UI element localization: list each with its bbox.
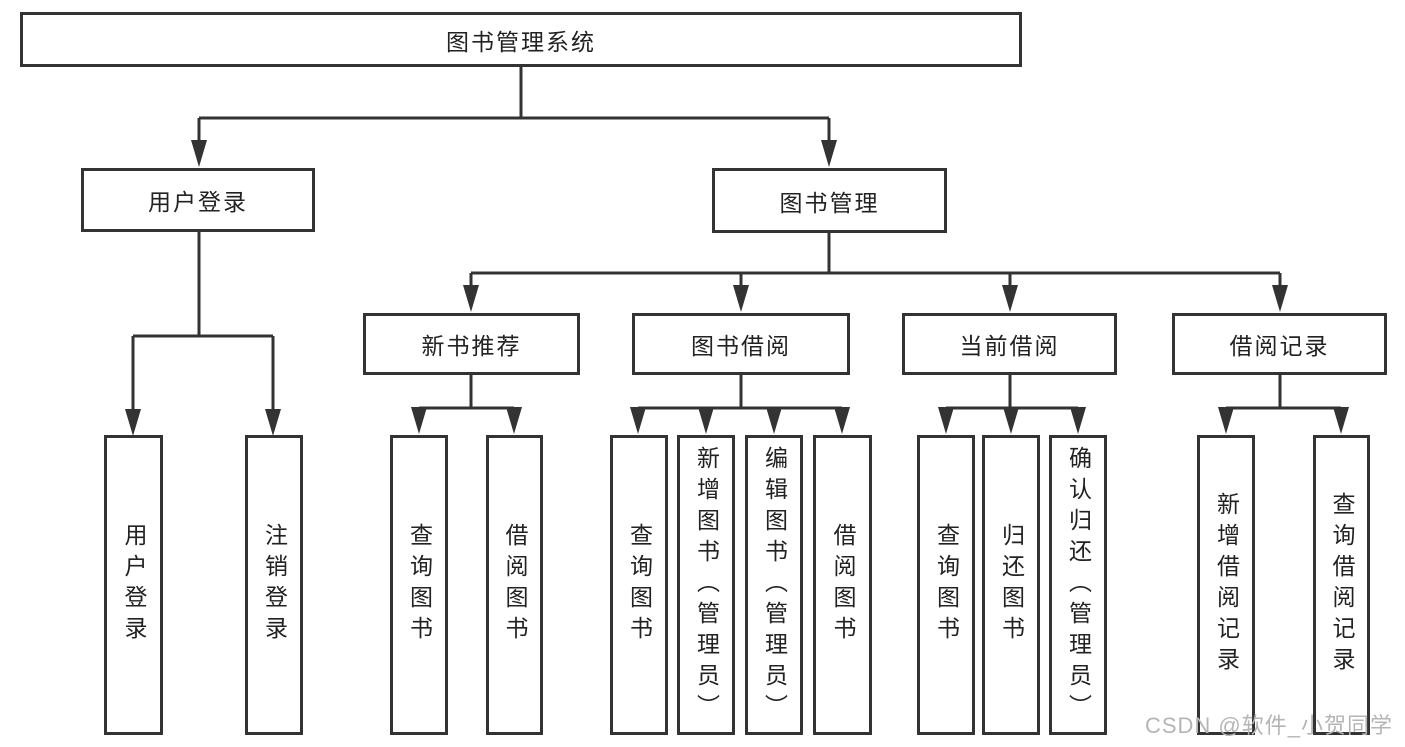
arrowhead — [938, 407, 954, 434]
arrowhead — [191, 140, 207, 167]
node-leaf-confirm-return: 确认归还（管理员） — [1049, 435, 1107, 735]
node-leaf-logout-label: 注销登录 — [261, 523, 288, 647]
node-leaf-query-record: 查询借阅记录 — [1313, 435, 1370, 735]
node-leaf-query-book-new-label: 查询图书 — [406, 523, 433, 647]
arrowhead — [265, 409, 281, 436]
node-leaf-query-book-current: 查询图书 — [917, 435, 975, 735]
node-leaf-query-record-label: 查询借阅记录 — [1329, 492, 1355, 678]
arrowhead — [834, 407, 850, 434]
node-leaf-borrow-book-borrow: 借阅图书 — [813, 435, 872, 735]
node-leaf-borrow-book-borrow-label: 借阅图书 — [830, 523, 856, 647]
node-leaf-confirm-return-label: 确认归还（管理员） — [1065, 445, 1092, 725]
node-new-book-rec: 新书推荐 — [363, 313, 580, 375]
arrowhead — [1003, 407, 1019, 434]
node-leaf-edit-book-label: 编辑图书（管理员） — [761, 445, 788, 725]
node-book-mgmt: 图书管理 — [712, 168, 947, 233]
node-borrow-record: 借阅记录 — [1172, 313, 1387, 375]
node-leaf-query-book-new: 查询图书 — [390, 435, 448, 735]
edge-user-login-to-leaves — [131, 232, 275, 428]
arrowhead — [733, 285, 749, 312]
node-leaf-add-book-label: 新增图书（管理员） — [693, 445, 720, 725]
node-leaf-query-book-borrow-label: 查询图书 — [626, 523, 653, 647]
arrowhead — [411, 407, 427, 434]
edge-root-to-level2 — [197, 67, 831, 160]
node-leaf-query-book-borrow: 查询图书 — [610, 435, 668, 735]
arrowhead — [1272, 285, 1288, 312]
node-user-login: 用户登录 — [81, 168, 315, 232]
edge-borrow-record-to-leaves — [1224, 375, 1343, 428]
node-leaf-query-book-current-label: 查询图书 — [933, 523, 960, 647]
arrowhead — [506, 407, 522, 434]
node-leaf-add-record: 新增借阅记录 — [1197, 435, 1255, 735]
arrowhead — [125, 409, 141, 436]
node-leaf-user-login: 用户登录 — [104, 435, 163, 735]
arrowhead — [1333, 407, 1349, 434]
node-leaf-add-record-label: 新增借阅记录 — [1213, 492, 1240, 678]
edge-new-book-rec-to-leaves — [417, 375, 516, 428]
node-leaf-logout: 注销登录 — [245, 435, 303, 735]
arrowhead — [1218, 407, 1234, 434]
node-leaf-borrow-book-new: 借阅图书 — [486, 435, 543, 735]
edge-book-mgmt-to-level3 — [469, 233, 1282, 305]
arrowhead — [698, 407, 714, 434]
arrowhead — [463, 285, 479, 312]
edge-book-borrow-to-leaves — [636, 375, 844, 428]
node-leaf-user-login-label: 用户登录 — [121, 523, 147, 647]
arrowhead — [1002, 285, 1018, 312]
node-book-borrow: 图书借阅 — [632, 313, 850, 375]
arrowhead — [821, 140, 837, 167]
node-leaf-add-book: 新增图书（管理员） — [677, 435, 735, 735]
node-leaf-borrow-book-new-label: 借阅图书 — [502, 523, 528, 647]
node-current-borrow: 当前借阅 — [902, 313, 1117, 375]
arrowhead — [1070, 407, 1086, 434]
node-leaf-return-book-label: 归还图书 — [998, 523, 1025, 647]
node-leaf-edit-book: 编辑图书（管理员） — [745, 435, 803, 735]
node-leaf-return-book: 归还图书 — [982, 435, 1040, 735]
node-root: 图书管理系统 — [20, 12, 1022, 67]
arrowhead — [766, 407, 782, 434]
arrowhead — [630, 407, 646, 434]
arrowheads — [125, 140, 1349, 436]
